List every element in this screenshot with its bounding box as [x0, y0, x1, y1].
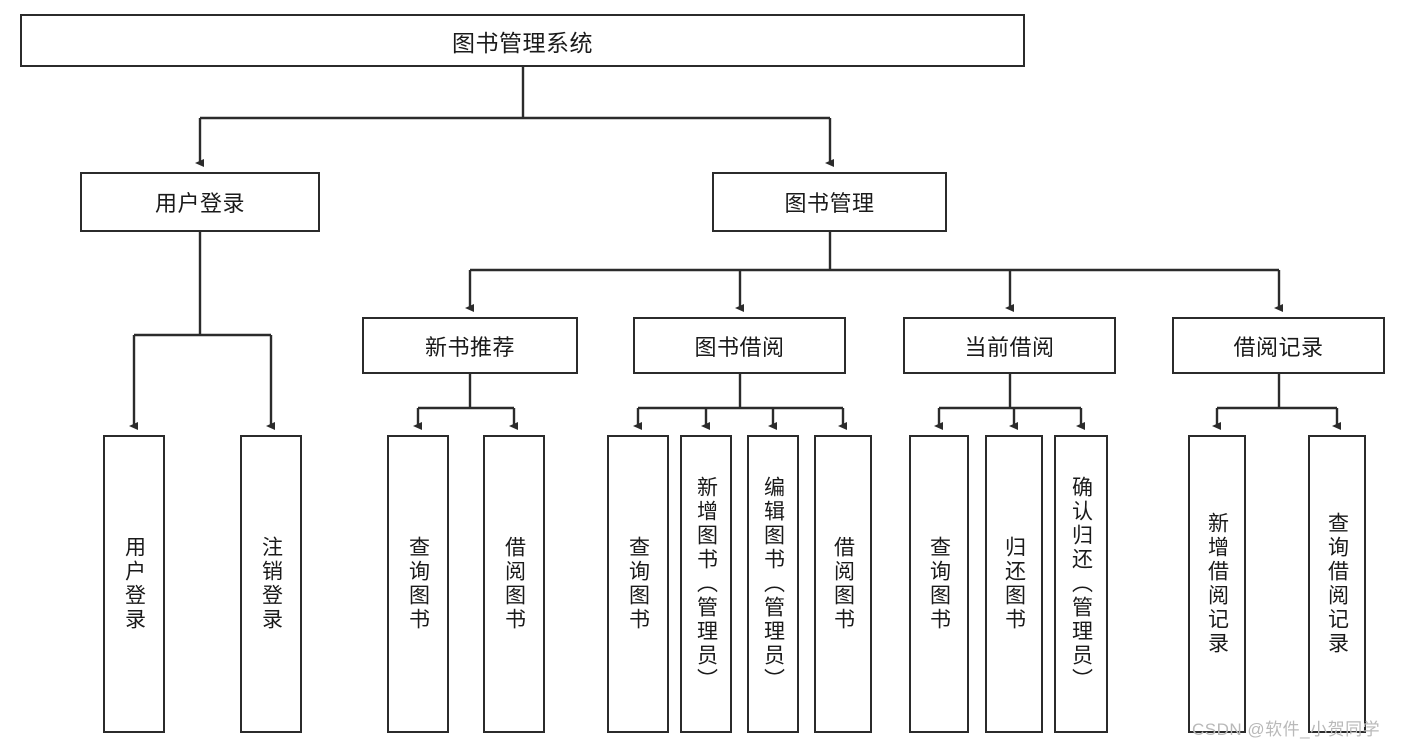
leaf-record-add-label: 新增借阅记录: [1205, 512, 1229, 656]
node-root-label: 图书管理系统: [452, 29, 593, 56]
leaf-current-query-label: 查询图书: [927, 536, 951, 632]
node-book-manage-label: 图书管理: [784, 191, 875, 216]
node-root[interactable]: 图书管理系统: [20, 14, 1025, 67]
leaf-record-add[interactable]: 新增借阅记录: [1188, 435, 1246, 733]
leaf-user-login-label: 用户登录: [122, 536, 146, 632]
csdn-watermark: CSDN @软件_小贺同学: [1192, 720, 1381, 739]
leaf-current-return[interactable]: 归还图书: [985, 435, 1043, 733]
leaf-borrow-edit-book-label: 编辑图书（管理员）: [761, 476, 785, 692]
node-user-login[interactable]: 用户登录: [80, 172, 320, 232]
leaf-record-query-label: 查询借阅记录: [1325, 512, 1349, 656]
leaf-current-query[interactable]: 查询图书: [909, 435, 969, 733]
node-book-borrow-label: 图书借阅: [694, 334, 785, 360]
leaf-borrow-borrow-book-label: 借阅图书: [831, 536, 855, 632]
node-new-book-recommend[interactable]: 新书推荐: [362, 317, 578, 374]
leaf-newbook-borrow-label: 借阅图书: [502, 536, 526, 632]
leaf-current-return-label: 归还图书: [1002, 536, 1026, 632]
leaf-newbook-query[interactable]: 查询图书: [387, 435, 449, 733]
node-user-login-label: 用户登录: [154, 191, 245, 216]
leaf-user-logout-label: 注销登录: [259, 536, 283, 632]
leaf-newbook-borrow[interactable]: 借阅图书: [483, 435, 545, 733]
leaf-user-login[interactable]: 用户登录: [103, 435, 165, 733]
leaf-current-confirm-return-label: 确认归还（管理员）: [1069, 476, 1093, 692]
node-book-borrow[interactable]: 图书借阅: [633, 317, 846, 374]
leaf-record-query[interactable]: 查询借阅记录: [1308, 435, 1366, 733]
node-borrow-record[interactable]: 借阅记录: [1172, 317, 1385, 374]
leaf-borrow-borrow-book[interactable]: 借阅图书: [814, 435, 872, 733]
node-new-book-recommend-label: 新书推荐: [424, 334, 515, 360]
node-book-manage[interactable]: 图书管理: [712, 172, 947, 232]
node-borrow-record-label: 借阅记录: [1233, 334, 1324, 360]
node-current-borrow[interactable]: 当前借阅: [903, 317, 1116, 374]
leaf-newbook-query-label: 查询图书: [406, 536, 430, 632]
leaf-borrow-query-label: 查询图书: [626, 536, 650, 632]
leaf-user-logout[interactable]: 注销登录: [240, 435, 302, 733]
leaf-borrow-edit-book[interactable]: 编辑图书（管理员）: [747, 435, 799, 733]
leaf-borrow-add-book[interactable]: 新增图书（管理员）: [680, 435, 732, 733]
leaf-current-confirm-return[interactable]: 确认归还（管理员）: [1054, 435, 1108, 733]
leaf-borrow-query[interactable]: 查询图书: [607, 435, 669, 733]
leaf-borrow-add-book-label: 新增图书（管理员）: [694, 476, 718, 692]
node-current-borrow-label: 当前借阅: [964, 334, 1055, 360]
